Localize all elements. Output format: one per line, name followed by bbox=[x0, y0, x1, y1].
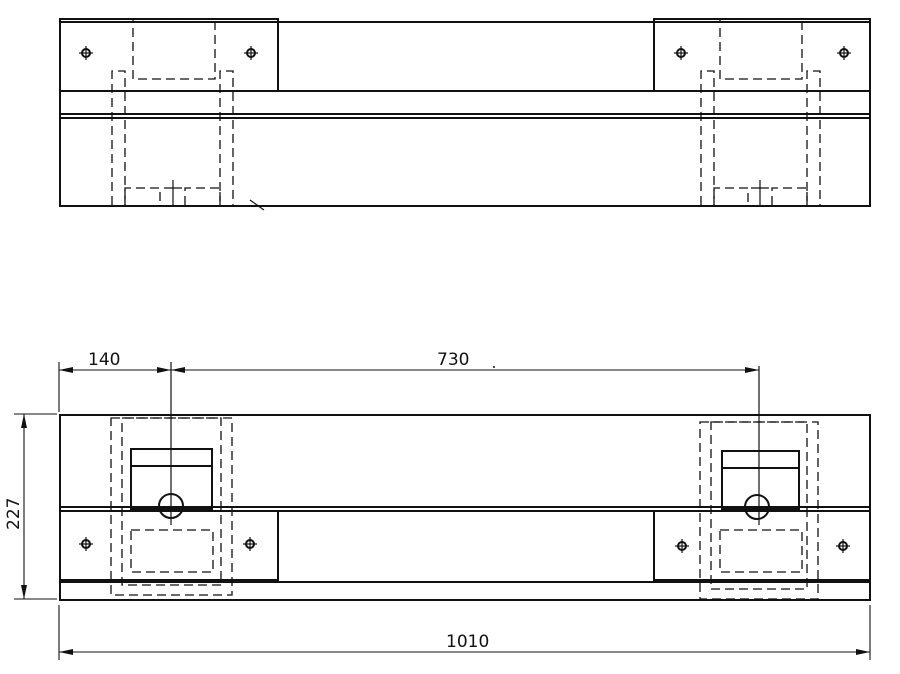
dimension-227: 227 bbox=[4, 498, 24, 530]
top-view bbox=[59, 18, 871, 211]
pin-hole-icon bbox=[744, 494, 770, 520]
top-view-right-hidden-bracket bbox=[700, 18, 821, 205]
bolt-hole-icon bbox=[836, 539, 850, 553]
top-view-left-plate bbox=[59, 18, 279, 92]
top-view-left-hidden-bracket bbox=[111, 18, 234, 205]
dimension-1010: 1010 bbox=[446, 632, 489, 652]
bolt-hole-icon bbox=[837, 46, 851, 60]
bolt-hole-icon bbox=[244, 46, 258, 60]
bolt-hole-icon bbox=[79, 46, 93, 60]
dimension-lines: 140 730 227 1010 bbox=[4, 350, 871, 660]
front-view bbox=[59, 362, 871, 601]
front-view-left-bracket bbox=[110, 362, 233, 596]
front-view-right-bracket bbox=[699, 366, 819, 600]
top-view-right-plate bbox=[653, 18, 871, 92]
bolt-hole-icon bbox=[674, 46, 688, 60]
dimension-730: 730 bbox=[437, 350, 469, 370]
front-view-right-plate bbox=[653, 510, 871, 581]
front-view-left-plate bbox=[59, 510, 279, 581]
bolt-hole-icon bbox=[79, 537, 93, 551]
bolt-hole-icon bbox=[675, 539, 689, 553]
dimension-140: 140 bbox=[88, 350, 120, 370]
bolt-hole-icon bbox=[243, 537, 257, 551]
